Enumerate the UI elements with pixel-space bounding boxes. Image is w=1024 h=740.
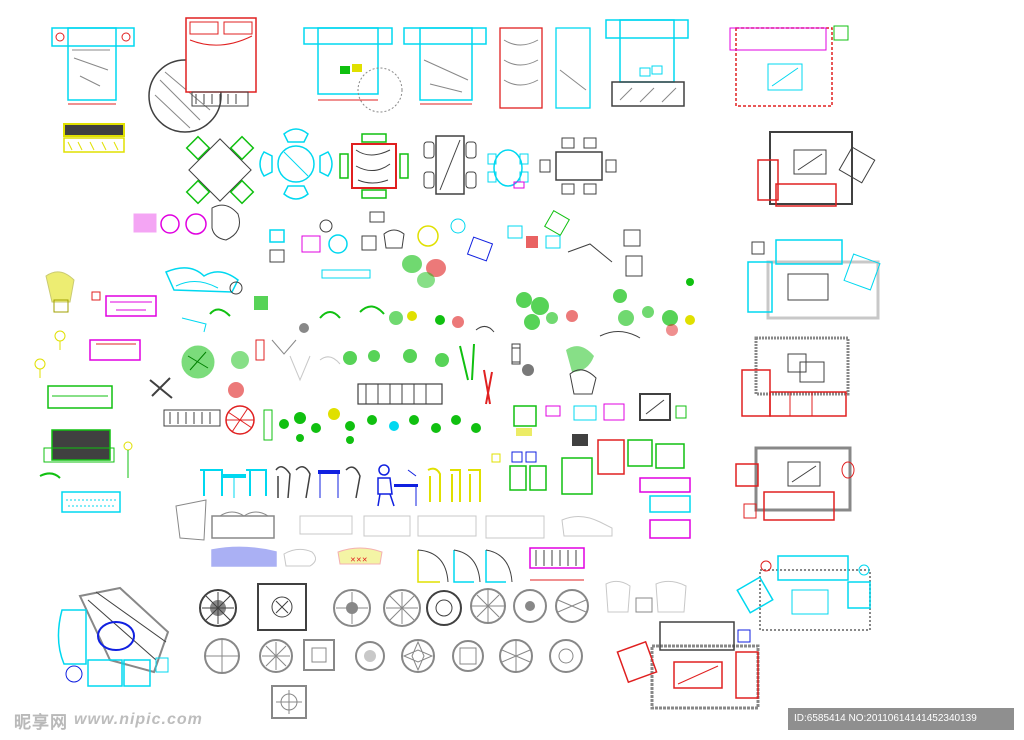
sofa-set-icon: [735, 446, 855, 521]
dining-table-icon: [423, 135, 477, 195]
sofa-set-icon: [757, 131, 876, 207]
rug-medallion-icon: [383, 589, 421, 627]
sofa-set-icon: [57, 586, 170, 687]
rug-square-icon: [303, 639, 335, 671]
chair-icon: [200, 469, 267, 498]
bed-with-round-rug-icon: [148, 17, 257, 133]
sofa-elevation-icon: [175, 499, 613, 541]
chair-icon: [321, 255, 446, 288]
rug-medallion-icon: [355, 641, 385, 671]
plant-icon: [181, 296, 309, 361]
plant-icon: [149, 345, 249, 399]
rug-square-icon: [257, 583, 307, 631]
plant-icon: [343, 343, 597, 405]
plant-icon: [289, 355, 341, 382]
single-bed-icon: [499, 27, 543, 109]
sofa-icon: [89, 295, 157, 361]
plant-icon: [511, 292, 578, 363]
rug-medallion-icon: [555, 589, 589, 623]
watermark: 昵享网 www.nipic.com: [14, 706, 203, 734]
double-bed-icon: [605, 19, 689, 107]
desk-with-person-icon: [377, 464, 418, 507]
lamp-icon: [34, 330, 133, 478]
cabinet-elevation-icon: [163, 405, 255, 435]
chair-elevation-icon: [605, 580, 687, 613]
rug-medallion-icon: [549, 639, 583, 673]
watermark-site: www.nipic.com: [74, 711, 203, 728]
rug-medallion-icon: [470, 588, 506, 624]
chair-icon: [427, 467, 481, 502]
svg-text:✕✕✕: ✕✕✕: [350, 557, 368, 564]
plant-icon: [599, 278, 695, 339]
mirror-icon: [639, 477, 691, 539]
image-id-bar: ID:6585414 NO:20110614141452340139: [788, 708, 1014, 730]
chair-icon: [269, 211, 494, 263]
sofa-set-icon: [747, 239, 881, 320]
dining-table-icon: [487, 149, 529, 189]
tv-icon: [513, 393, 687, 436]
rug-medallion-icon: [452, 640, 484, 672]
sofa-icon: [39, 385, 115, 479]
watermark-brand: 昵享网: [14, 712, 68, 733]
sofa-icon: [61, 491, 121, 513]
plant-icon: [319, 305, 495, 333]
rug-medallion-icon: [199, 589, 237, 627]
rug-medallion-icon: [401, 639, 435, 673]
dining-table-icon: [185, 135, 255, 205]
plant-icon: [165, 267, 243, 295]
chair-icon: [275, 466, 361, 499]
rug-medallion-icon: [259, 639, 293, 673]
headboard-icon: [63, 123, 125, 153]
plant-icon: [263, 408, 481, 444]
sofa-set-icon: [741, 336, 850, 417]
chair-icon: [133, 204, 240, 241]
chair-icon: [507, 210, 643, 277]
sofa-set-icon: [736, 555, 871, 631]
double-bed-icon: [403, 27, 487, 105]
double-bed-icon: [303, 27, 403, 113]
single-bed-icon: [555, 27, 591, 109]
door-swing-icon: [417, 549, 513, 583]
sofa-set-icon: [729, 25, 849, 107]
sofa-set-icon: [616, 621, 760, 710]
double-bed-icon: [51, 27, 135, 105]
rug-medallion-icon: [204, 638, 240, 674]
rug-square-icon: [271, 685, 307, 719]
dining-table-icon: [339, 133, 409, 199]
dining-table-icon: [539, 137, 617, 195]
railing-elevation-icon: [529, 547, 585, 581]
picture-frame-icon: [491, 434, 685, 495]
plant-icon: [45, 271, 101, 313]
sofa-elevation-icon: ✕✕✕: [211, 546, 383, 567]
rug-medallion-icon: [426, 590, 462, 626]
rug-medallion-icon: [513, 589, 547, 623]
rug-medallion-icon: [499, 639, 533, 673]
dining-table-icon: [259, 128, 333, 200]
rug-medallion-icon: [333, 589, 371, 627]
